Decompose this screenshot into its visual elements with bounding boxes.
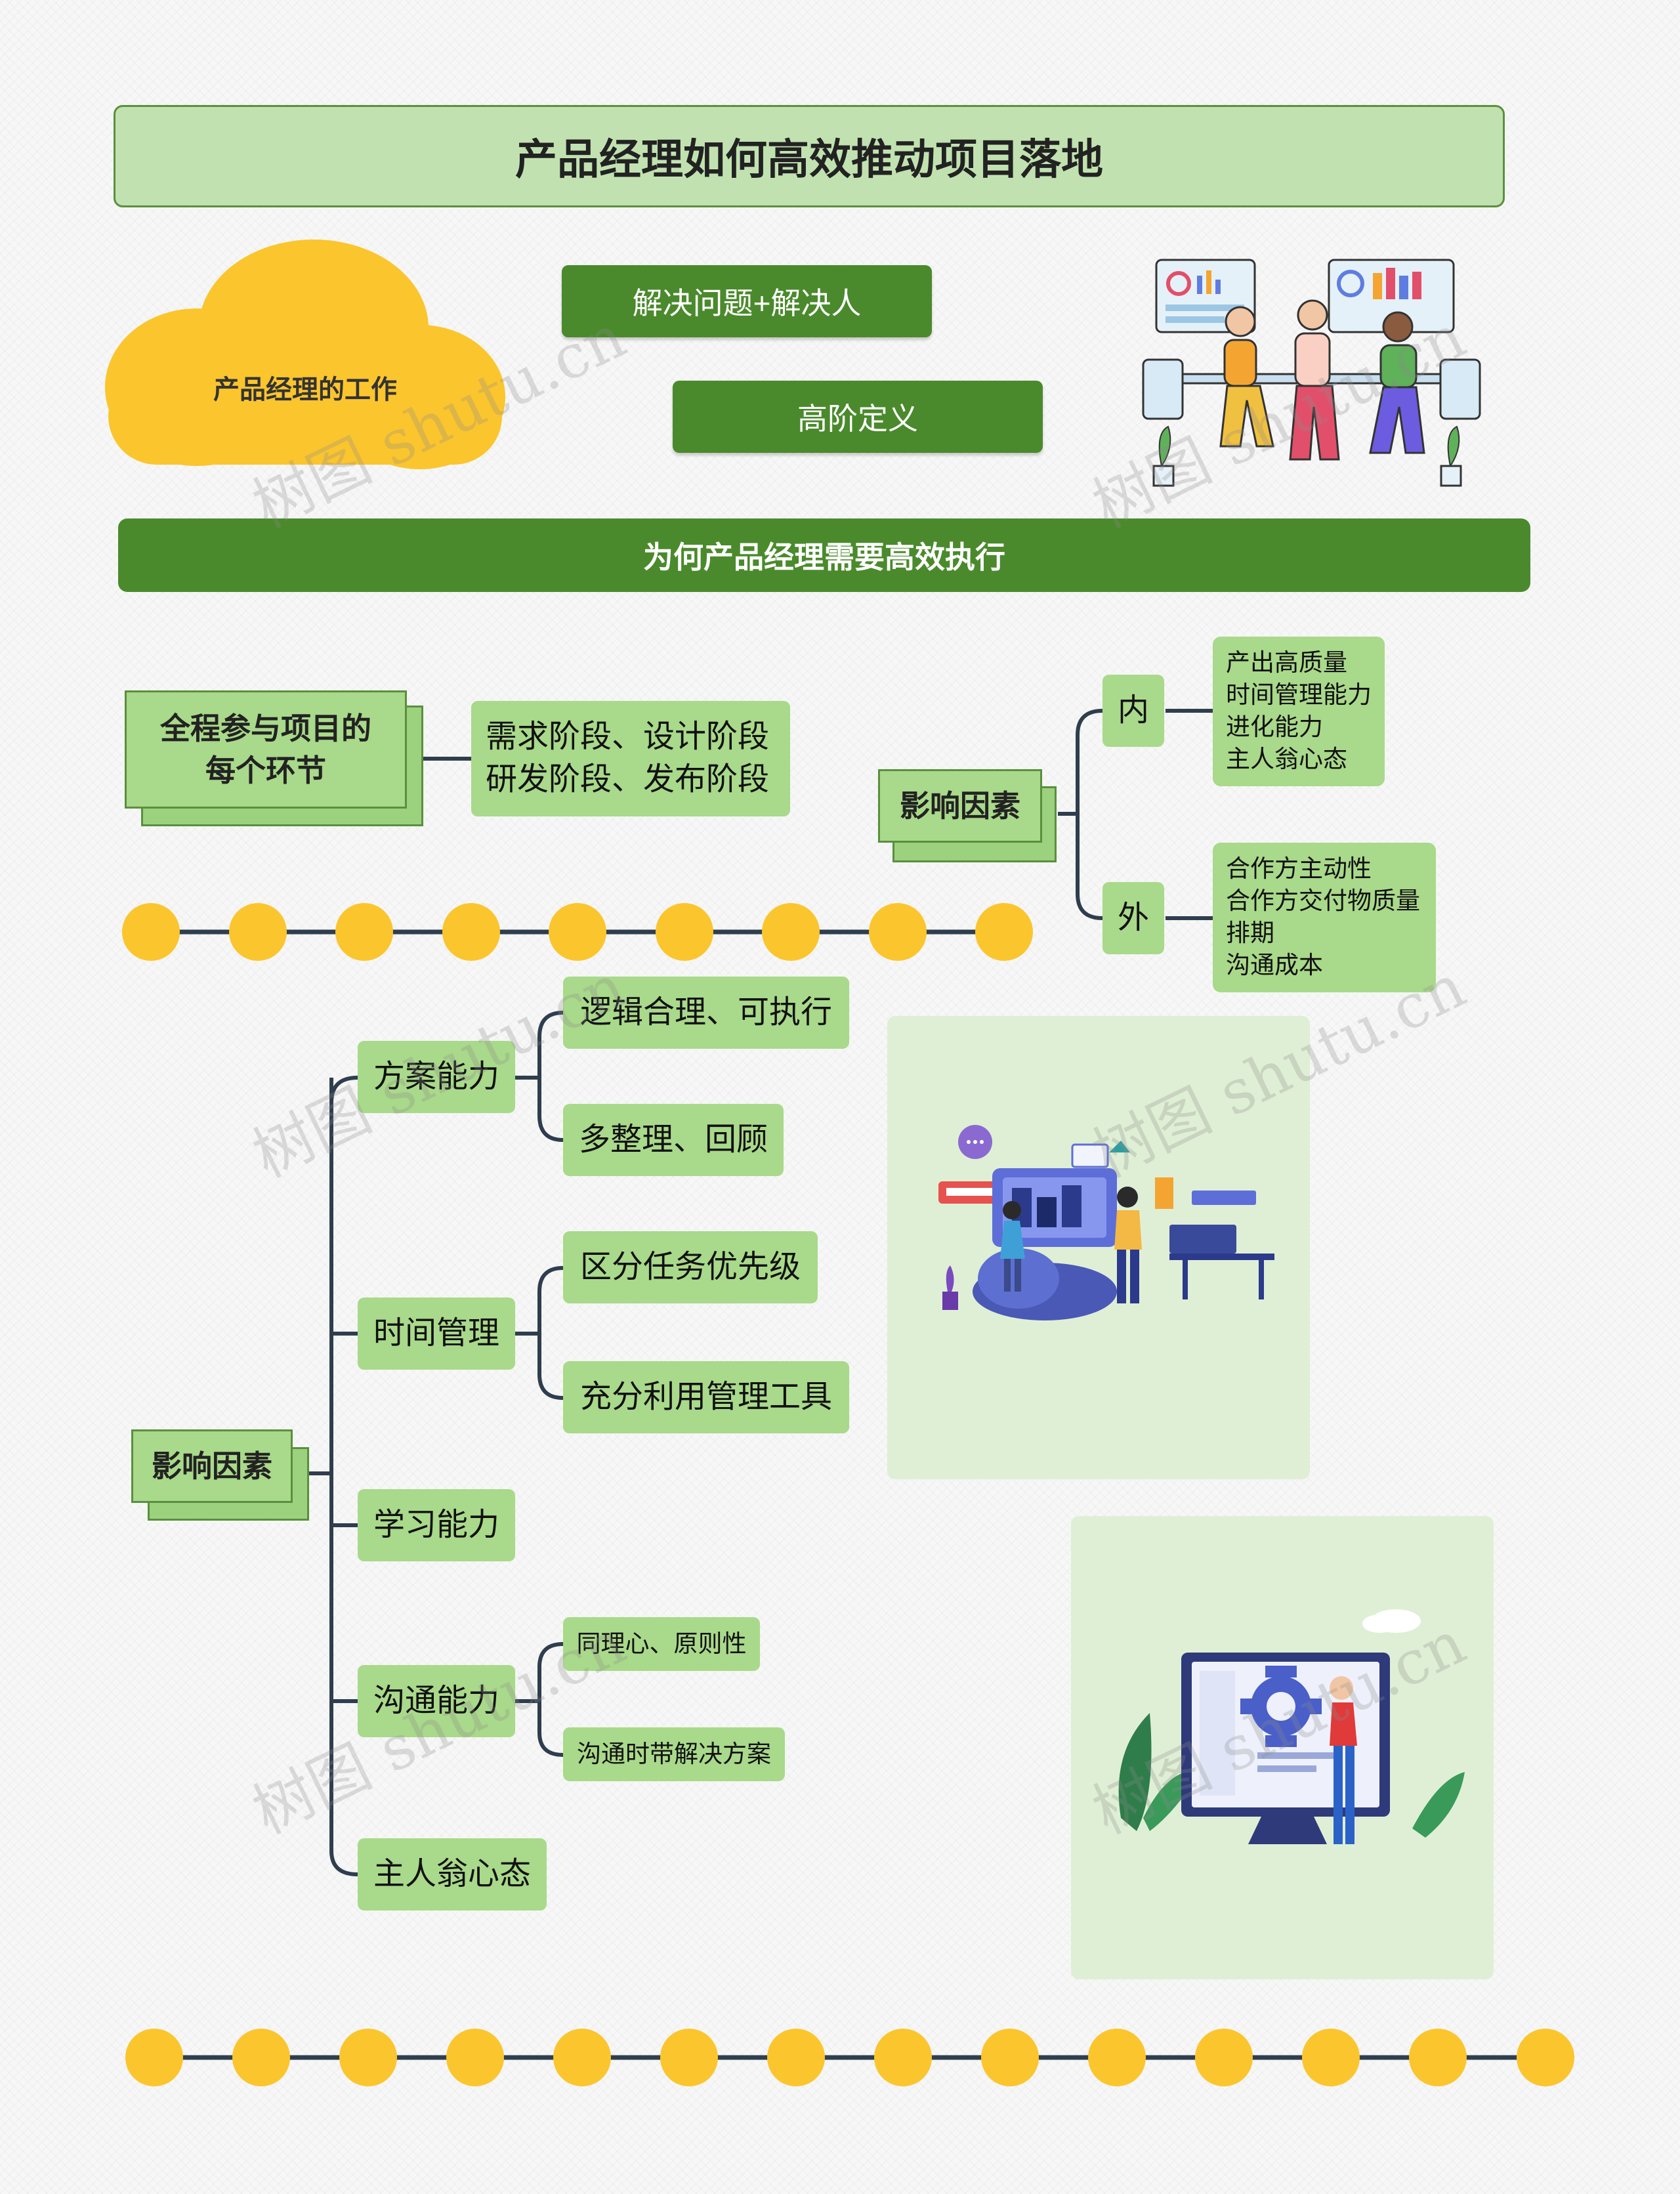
solve-problem-button[interactable]: 解决问题+解决人 bbox=[562, 265, 932, 337]
inner-label: 内 bbox=[1117, 692, 1149, 728]
leaf-node[interactable]: 同理心、原则性 bbox=[563, 1617, 760, 1671]
section-title: 为何产品经理需要高效执行 bbox=[118, 518, 1530, 592]
branch-label: 时间管理 bbox=[373, 1315, 499, 1351]
participate-node[interactable]: 全程参与项目的 每个环节 bbox=[125, 690, 407, 809]
inner-factor-item: 产出高质量 bbox=[1226, 649, 1347, 677]
dashboard-illustration bbox=[938, 1125, 1274, 1320]
dot bbox=[981, 2029, 1039, 2086]
dot bbox=[1088, 2029, 1146, 2086]
cloud-shape bbox=[105, 240, 505, 469]
leaf-label: 充分利用管理工具 bbox=[579, 1379, 832, 1414]
leaf-node[interactable]: 充分利用管理工具 bbox=[563, 1361, 849, 1433]
dot bbox=[442, 903, 500, 961]
dot bbox=[125, 2029, 183, 2086]
branch-label: 沟通能力 bbox=[373, 1683, 499, 1718]
dot bbox=[553, 2029, 611, 2086]
outer-factor-item: 沟通成本 bbox=[1226, 951, 1323, 979]
dot bbox=[232, 2029, 290, 2086]
branch-time[interactable]: 时间管理 bbox=[358, 1297, 515, 1370]
inner-factor-item: 时间管理能力 bbox=[1226, 681, 1372, 709]
leaf-label: 沟通时带解决方案 bbox=[577, 1740, 771, 1768]
leaf-node[interactable]: 逻辑合理、可执行 bbox=[563, 977, 849, 1049]
leaf-node[interactable]: 区分任务优先级 bbox=[563, 1231, 818, 1303]
outer-label: 外 bbox=[1117, 900, 1149, 935]
dot bbox=[446, 2029, 504, 2086]
branch-plan[interactable]: 方案能力 bbox=[358, 1041, 515, 1113]
inner-factor-item: 进化能力 bbox=[1226, 713, 1323, 740]
stages-label: 需求阶段、设计阶段 研发阶段、发布阶段 bbox=[486, 719, 770, 797]
leaf-node[interactable]: 多整理、回顾 bbox=[563, 1104, 784, 1176]
dot bbox=[767, 2029, 825, 2086]
dot bbox=[762, 903, 820, 961]
outer-node[interactable]: 外 bbox=[1102, 882, 1164, 954]
stages-node[interactable]: 需求阶段、设计阶段 研发阶段、发布阶段 bbox=[471, 701, 790, 816]
dot bbox=[874, 2029, 932, 2086]
leaf-label: 同理心、原则性 bbox=[576, 1630, 747, 1658]
branch-learning[interactable]: 学习能力 bbox=[358, 1489, 515, 1561]
inner-factor-list[interactable]: 产出高质量 时间管理能力 进化能力 主人翁心态 bbox=[1213, 637, 1385, 786]
branch-label: 主人翁心态 bbox=[373, 1856, 531, 1891]
dot bbox=[660, 2029, 718, 2086]
branch-label: 方案能力 bbox=[373, 1059, 499, 1094]
dot bbox=[1517, 2029, 1574, 2086]
influence-top-node[interactable]: 影响因素 bbox=[878, 769, 1042, 843]
settings-illustration bbox=[1118, 1609, 1465, 1844]
illustration-panel-1 bbox=[887, 1016, 1310, 1479]
outer-factor-item: 排期 bbox=[1226, 919, 1274, 946]
cloud-label: 产品经理的工作 bbox=[213, 375, 397, 404]
outer-factor-item: 合作方交付物质量 bbox=[1226, 887, 1420, 915]
leaf-label: 区分任务优先级 bbox=[579, 1249, 801, 1284]
dot bbox=[1409, 2029, 1467, 2086]
page-title: 产品经理如何高效推动项目落地 bbox=[114, 105, 1505, 207]
influence-bottom-node[interactable]: 影响因素 bbox=[131, 1429, 293, 1503]
influence-bottom-label: 影响因素 bbox=[152, 1448, 272, 1483]
dot bbox=[549, 903, 606, 961]
dot bbox=[1302, 2029, 1360, 2086]
outer-factor-list[interactable]: 合作方主动性 合作方交付物质量 排期 沟通成本 bbox=[1213, 843, 1436, 992]
leaf-label: 多整理、回顾 bbox=[578, 1122, 768, 1157]
leaf-node[interactable]: 沟通时带解决方案 bbox=[563, 1727, 785, 1781]
influence-top-label: 影响因素 bbox=[900, 788, 1020, 823]
high-level-define-button[interactable]: 高阶定义 bbox=[673, 381, 1043, 453]
participate-node-label: 全程参与项目的 每个环节 bbox=[160, 711, 371, 788]
dot bbox=[335, 903, 393, 961]
outer-factor-item: 合作方主动性 bbox=[1226, 855, 1372, 883]
illustration-panel-2 bbox=[1071, 1516, 1494, 1979]
inner-node[interactable]: 内 bbox=[1102, 675, 1164, 747]
branch-communication[interactable]: 沟通能力 bbox=[358, 1665, 515, 1737]
inner-factor-item: 主人翁心态 bbox=[1226, 745, 1347, 772]
dot bbox=[869, 903, 927, 961]
dot bbox=[656, 903, 713, 961]
leaf-label: 逻辑合理、可执行 bbox=[579, 994, 832, 1030]
branch-label: 学习能力 bbox=[373, 1507, 499, 1542]
branch-ownership[interactable]: 主人翁心态 bbox=[358, 1838, 547, 1910]
dot bbox=[229, 903, 287, 961]
dot bbox=[122, 903, 180, 961]
dot bbox=[1195, 2029, 1253, 2086]
team-illustration bbox=[1142, 259, 1481, 487]
dot bbox=[339, 2029, 397, 2086]
dot bbox=[975, 903, 1033, 961]
